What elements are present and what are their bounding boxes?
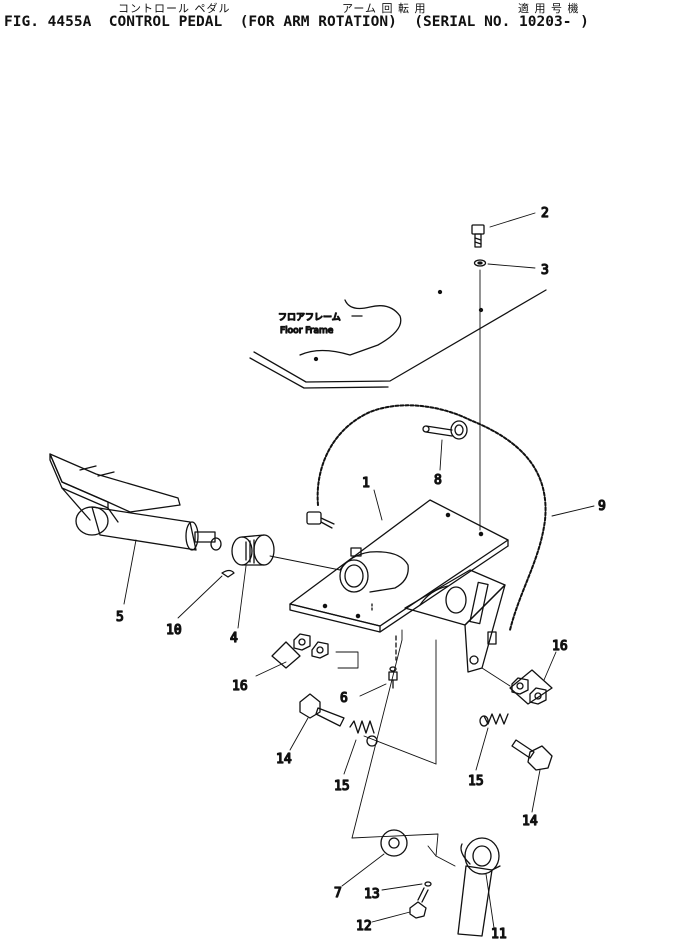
bolt-2 [471,224,485,248]
callout-6: 6 [340,691,348,706]
callout-4: 4 [230,631,238,646]
callout-14-left: 14 [276,752,292,767]
spring-15-right [479,713,509,727]
grease-fitting-6 [388,666,398,689]
washer-7 [380,829,408,857]
callout-15-left: 15 [334,779,350,794]
callout-14-right: 14 [522,814,538,829]
callout-16-left: 16 [232,679,248,694]
washer-3 [473,259,487,267]
bolt-12 [409,887,429,919]
callout-8: 8 [434,473,442,488]
lever-11 [457,837,501,937]
callout-leaders [123,212,595,929]
chain-end-fitting [306,511,335,529]
callout-12: 12 [356,919,372,934]
callout-5: 5 [116,610,124,625]
washer-13 [424,881,432,887]
pin-8 [422,420,468,440]
bracket-1 [289,499,509,673]
callout-11: 11 [491,927,507,939]
floor-frame-label-jp: フロアフレーム [278,312,341,323]
callout-9: 9 [598,499,606,514]
bolt-14-right [511,739,553,771]
nuts-16-right [509,669,553,705]
header-jp-serial: 適 用 号 機 [518,2,580,15]
callout-1: 1 [362,476,370,491]
floor-frame-label-en: Floor Frame [280,326,334,336]
header-jp-part-name: コントロール ペダル [118,2,231,15]
header-jp-arm-rotation: アーム 回 転 用 [342,2,427,15]
callout-3: 3 [541,263,549,278]
bolt-14-left [299,693,345,727]
bushing-4 [231,534,275,566]
callout-10: 10 [166,623,182,638]
key-10 [221,569,235,578]
callout-16-right: 16 [552,639,568,654]
callout-2: 2 [541,206,549,221]
pedal-5 [49,453,222,551]
callout-7: 7 [334,886,342,901]
spring-15-left [349,720,378,747]
floor-frame [249,289,547,389]
figure-title: FIG. 4455A CONTROL PEDAL (FOR ARM ROTATI… [4,14,589,30]
callout-13: 13 [364,887,380,902]
assembly-guide-lines [351,629,456,867]
chain-9 [316,404,547,631]
callout-15-right: 15 [468,774,484,789]
